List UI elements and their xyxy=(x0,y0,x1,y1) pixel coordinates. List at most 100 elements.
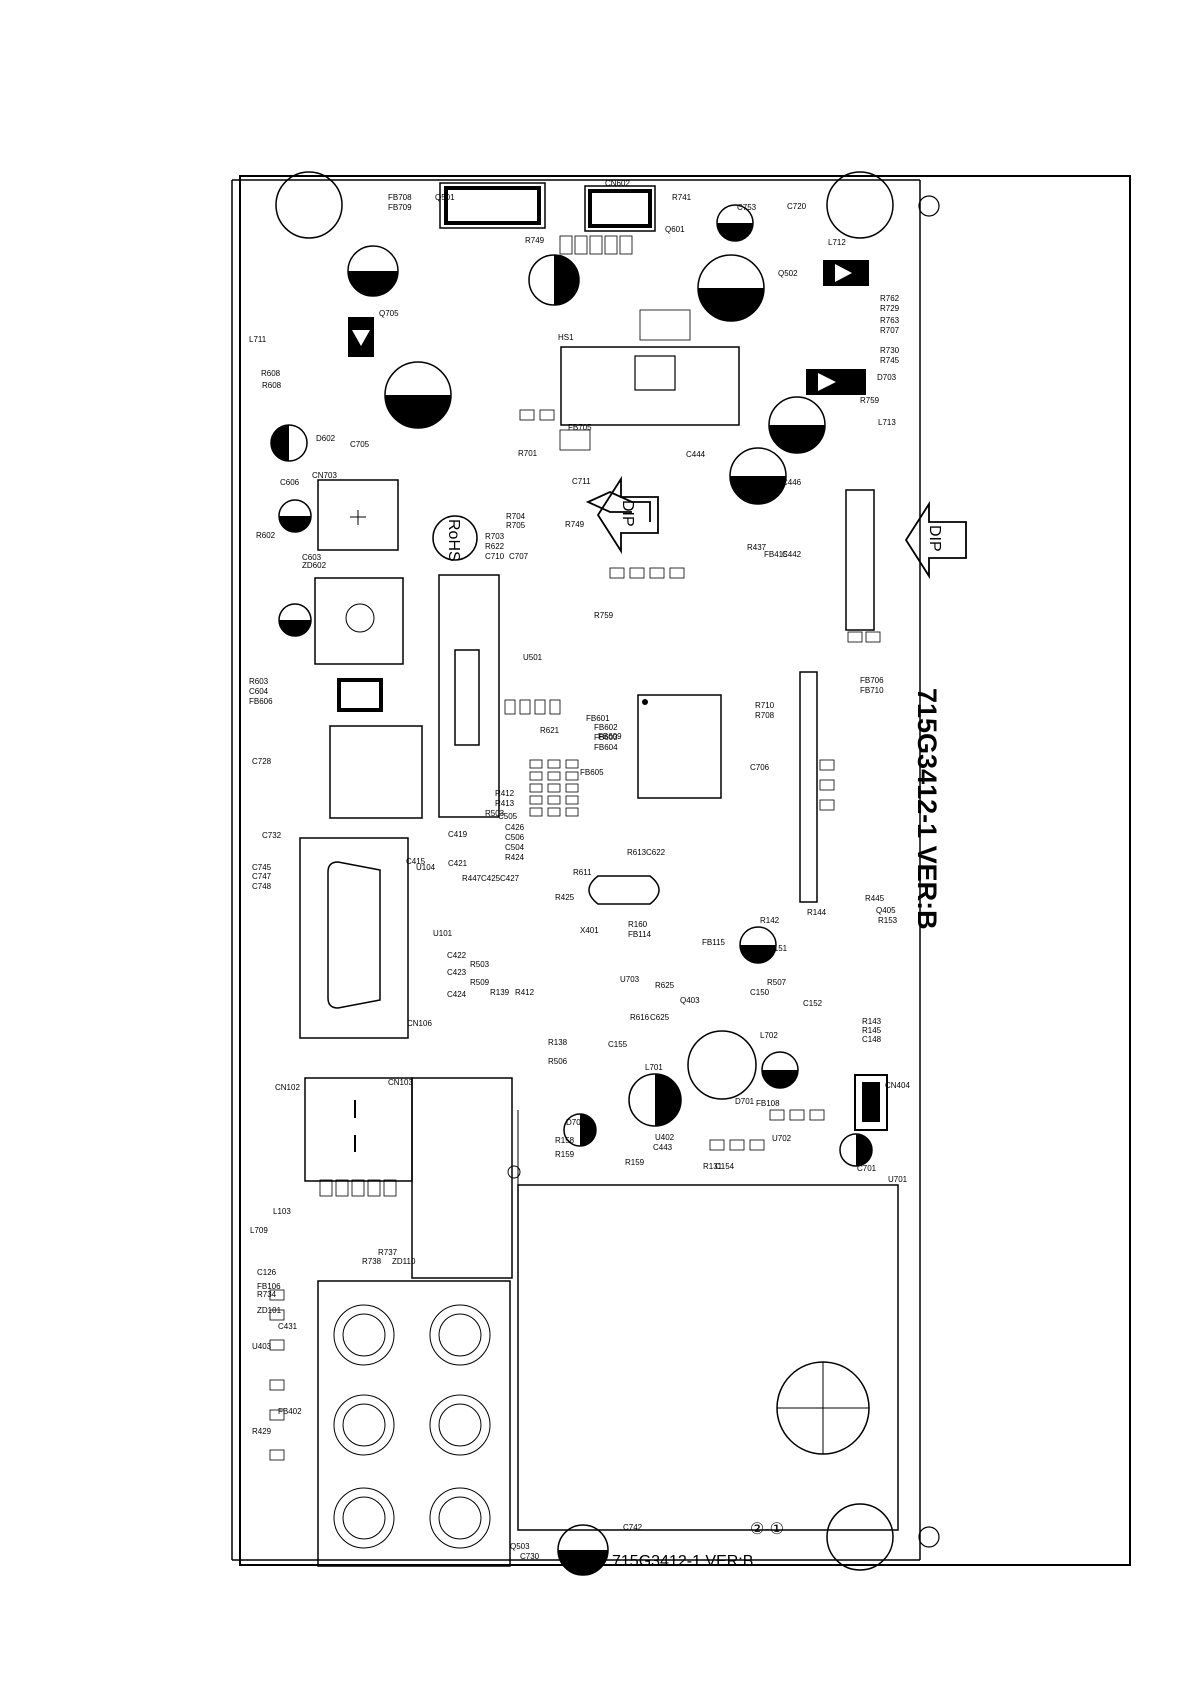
label-fb709: Q502 xyxy=(778,269,798,278)
label-c429: R710 xyxy=(755,701,775,710)
label-r122: C431 xyxy=(278,1322,298,1331)
label-c445: R153 xyxy=(878,916,898,925)
label-r704: C150 xyxy=(750,988,770,997)
label-l702: L702 xyxy=(760,1031,778,1040)
label-l711: L711 xyxy=(249,335,267,344)
label-fb111: R738 xyxy=(362,1257,382,1266)
cn703-block xyxy=(317,479,399,551)
label-u702: U702 xyxy=(772,1134,792,1143)
label-c752: R707 xyxy=(880,326,900,335)
label-c730: C701 xyxy=(857,1164,877,1173)
label-fb116: C421 xyxy=(448,859,468,868)
label-r446: R412 xyxy=(495,789,515,798)
label-c446: R145 xyxy=(862,1026,882,1035)
label-c145: C425 xyxy=(481,874,501,883)
label-r445: R413 xyxy=(495,799,515,808)
label-fb705: R506 xyxy=(548,1057,568,1066)
label-r706: C152 xyxy=(803,999,823,1008)
label-c129: R425 xyxy=(555,893,575,902)
label-fb711: Q503 xyxy=(510,1542,530,1551)
rohs-mark: RoHS xyxy=(432,515,478,562)
label-c123: U403 xyxy=(252,1342,272,1351)
label-r435: R445 xyxy=(865,894,885,903)
label-d701: D701 xyxy=(735,1097,755,1106)
label-zd501: C710 xyxy=(485,552,505,561)
label-c603: C604 xyxy=(249,687,269,696)
label-r758: FB708 xyxy=(388,193,412,202)
label-l701: L701 xyxy=(645,1063,663,1072)
label-c144: C427 xyxy=(500,874,520,883)
label-r710: R509 xyxy=(470,978,490,987)
label-q403: Q403 xyxy=(680,996,700,1005)
label-c424: C625 xyxy=(650,1013,670,1022)
label-r740: FB709 xyxy=(388,203,412,212)
label-c138: C732 xyxy=(262,831,282,840)
label-r131: C728 xyxy=(252,757,272,766)
label-q405: Q405 xyxy=(876,906,896,915)
label-r413: FB605 xyxy=(580,768,604,777)
smd-pad-grid xyxy=(269,235,881,1461)
label-r620: R602 xyxy=(256,531,276,540)
label-l713: L713 xyxy=(878,418,896,427)
label-c630: FB705 xyxy=(568,423,592,432)
power-connectors xyxy=(304,1077,513,1279)
label-r729: FB115 xyxy=(702,938,726,947)
main-ic-u401 xyxy=(637,694,722,799)
label-r160: C748 xyxy=(252,882,272,891)
dip-label: DIP xyxy=(619,500,636,527)
circle-code: ②-① xyxy=(750,1521,784,1538)
label-cn703: CN703 xyxy=(312,471,337,480)
label-vcc2: R625 xyxy=(655,981,675,990)
label-zd602: FB606 xyxy=(249,697,273,706)
label-fb708: Q501 xyxy=(435,193,455,202)
label-d703: D703 xyxy=(877,373,897,382)
label-c761: C742 xyxy=(623,1523,643,1532)
label-r506: FB609 xyxy=(598,732,622,741)
label-r124: FB402 xyxy=(278,1407,302,1416)
label-q705: Q705 xyxy=(379,309,399,318)
label-cn602: CN602 xyxy=(605,179,630,188)
label-r411: FB710 xyxy=(860,686,884,695)
label-c408: C706 xyxy=(750,763,770,772)
label-q502: R622 xyxy=(485,542,505,551)
dip-arrows: DIP DIP xyxy=(585,475,967,580)
label-r747: R745 xyxy=(880,356,900,365)
label-zd110: ZD110 xyxy=(392,1257,416,1266)
part-number-large: 715G3412-1 VER:B xyxy=(912,688,942,930)
label-fb706: R507 xyxy=(767,978,787,987)
label-c707: R139 xyxy=(490,988,510,997)
label-c704: R131 xyxy=(703,1162,723,1171)
label-u705: U402 xyxy=(655,1133,675,1142)
label-r117: R737 xyxy=(378,1248,398,1257)
label-r511: R705 xyxy=(506,521,526,530)
label-r437: R142 xyxy=(760,916,780,925)
label-c430: R708 xyxy=(755,711,775,720)
label-r149: C505 xyxy=(498,812,518,821)
vga-connector xyxy=(299,837,409,1039)
label-c604: ZD602 xyxy=(302,561,327,570)
inductor-coil xyxy=(687,1030,757,1100)
label-r518: R703 xyxy=(485,532,505,541)
label-u104: U104 xyxy=(416,863,436,872)
rohs-label: RoHS xyxy=(445,519,462,562)
part-number-small: 715G3412-1 VER:B xyxy=(612,1553,753,1570)
label-fb126: C422 xyxy=(447,951,467,960)
label-r602: R603 xyxy=(249,677,269,686)
label-c718: C155 xyxy=(608,1040,628,1049)
label-r607: R608 xyxy=(262,381,282,390)
label-l709: L709 xyxy=(250,1226,268,1235)
mounting-holes xyxy=(275,171,940,1571)
label-c727: C730 xyxy=(520,1552,540,1561)
label-u504: C707 xyxy=(509,552,529,561)
label-c753: C753 xyxy=(737,203,757,212)
label-c442: R143 xyxy=(862,1017,882,1026)
label-cn102: CN102 xyxy=(275,1083,300,1092)
rca-jack-block xyxy=(317,1280,511,1567)
label-c758: C705 xyxy=(350,440,370,449)
label-l103: L103 xyxy=(273,1207,291,1216)
label-c152: C415 xyxy=(406,857,426,866)
label-fb124: C424 xyxy=(447,990,467,999)
label-r143: C504 xyxy=(505,843,525,852)
label-u101: U101 xyxy=(433,929,453,938)
